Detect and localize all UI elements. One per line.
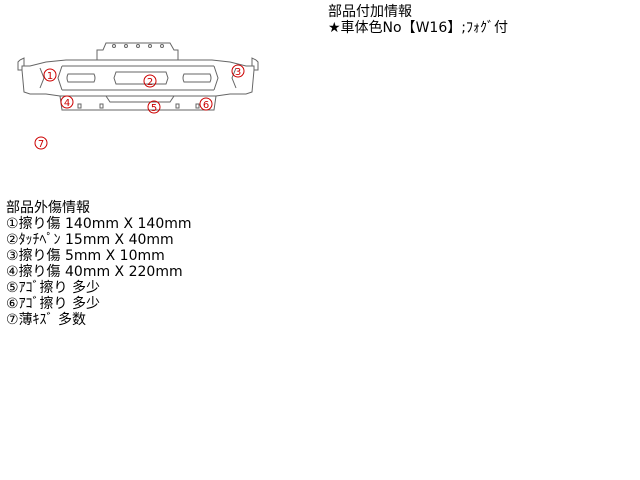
damage-item-2: ②ﾀｯﾁﾍﾟﾝ 15mm X 40mm (6, 232, 192, 248)
damage-marker: ⑦ (6, 312, 19, 328)
marker-6: 6 (199, 97, 213, 111)
damage-markers: 1 2 3 4 5 6 7 (34, 64, 245, 150)
damage-marker: ① (6, 216, 19, 232)
marker-5: 5 (147, 100, 161, 114)
damage-item-5: ⑤ｱｺﾞ擦り 多少 (6, 280, 192, 296)
bumper-diagram: 1 2 3 4 5 6 7 (17, 42, 259, 150)
damage-text: 擦り傷 40mm X 220mm (18, 264, 183, 280)
marker-2: 2 (143, 74, 157, 88)
extra-info-line: ★車体色No【W16】;ﾌｫｸﾞ付 (328, 20, 508, 36)
damage-text: 薄ｷｽﾞ 多数 (18, 312, 87, 328)
damage-item-6: ⑥ｱｺﾞ擦り 多少 (6, 296, 192, 312)
damage-text: ﾀｯﾁﾍﾟﾝ 15mm X 40mm (18, 232, 174, 248)
svg-text:3: 3 (235, 67, 241, 78)
svg-text:6: 6 (203, 100, 209, 111)
damage-text: ｱｺﾞ擦り 多少 (18, 280, 101, 296)
marker-3: 3 (231, 64, 245, 78)
damage-marker: ④ (6, 264, 19, 280)
svg-text:7: 7 (38, 139, 44, 150)
extra-info-title: 部品付加情報 (328, 4, 412, 20)
damage-item-3: ③擦り傷 5mm X 10mm (6, 248, 192, 264)
marker-7: 7 (34, 136, 48, 150)
damage-text: 擦り傷 5mm X 10mm (18, 248, 165, 264)
damage-marker: ⑥ (6, 296, 19, 312)
svg-text:1: 1 (47, 71, 53, 82)
svg-text:2: 2 (147, 77, 153, 88)
bumper-outline (17, 42, 259, 111)
damage-info-title: 部品外傷情報 (6, 200, 90, 216)
damage-item-7: ⑦薄ｷｽﾞ 多数 (6, 312, 192, 328)
damage-text: 擦り傷 140mm X 140mm (18, 216, 192, 232)
damage-marker: ② (6, 232, 19, 248)
damage-marker: ③ (6, 248, 19, 264)
marker-4: 4 (60, 95, 74, 109)
marker-1: 1 (43, 68, 57, 82)
damage-marker: ⑤ (6, 280, 19, 296)
damage-item-1: ①擦り傷 140mm X 140mm (6, 216, 192, 232)
svg-text:5: 5 (151, 103, 157, 114)
svg-text:4: 4 (64, 98, 70, 109)
damage-text: ｱｺﾞ擦り 多少 (18, 296, 101, 312)
damage-item-4: ④擦り傷 40mm X 220mm (6, 264, 192, 280)
damage-list: ①擦り傷 140mm X 140mm ②ﾀｯﾁﾍﾟﾝ 15mm X 40mm ③… (6, 216, 192, 328)
